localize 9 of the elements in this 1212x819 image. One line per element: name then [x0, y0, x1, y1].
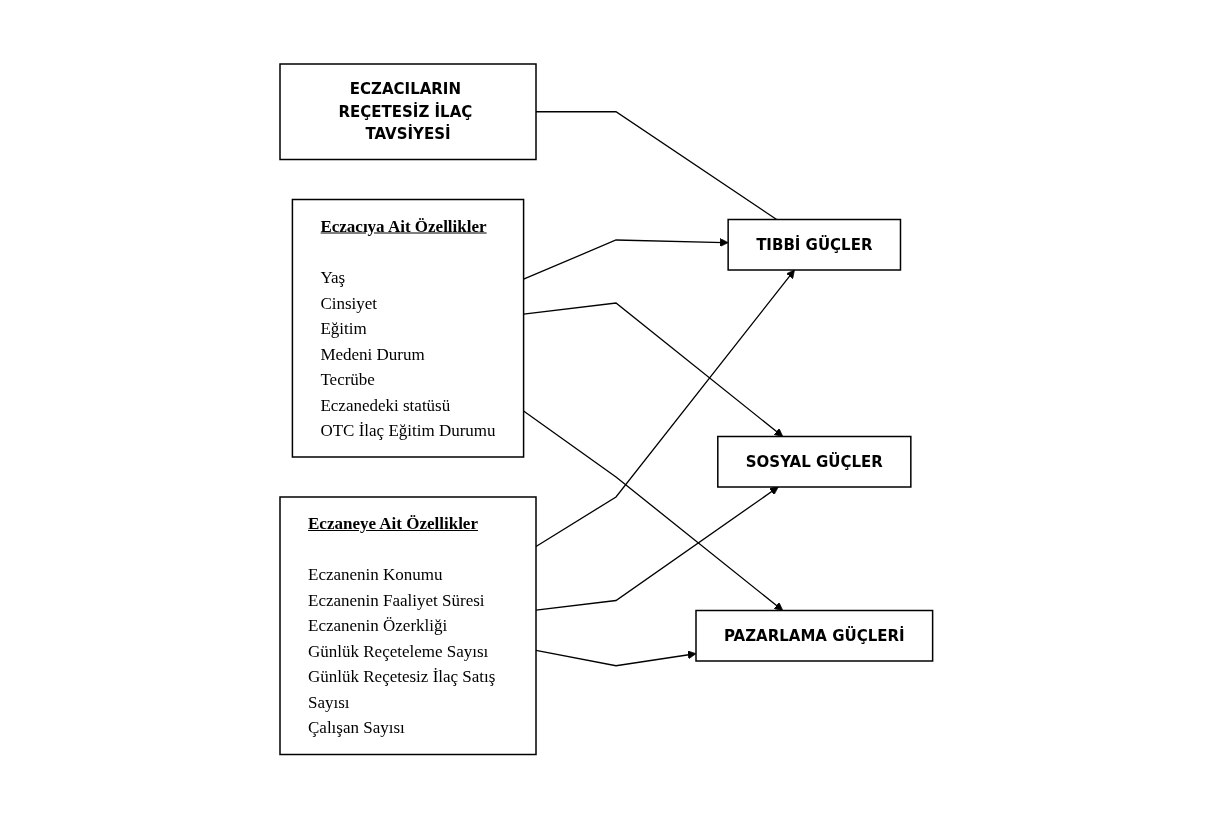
- node-box: ECZACILARIN REÇETESİZ İLAÇ TAVSİYESİ: [278, 63, 537, 161]
- connector: [535, 111, 777, 221]
- node-box: SOSYAL GÜÇLER: [716, 436, 912, 488]
- node-box: Eczaneye Ait Özellikler Eczanenin Konumu Eczanenin Faaliyet Süresi Eczanenin Özerkliği Günlük Reçeteleme Sayısı Günlük Reçetesiz İlaç Satış Sayısı Çalışan Sayısı: [278, 496, 537, 756]
- arrow: [535, 486, 779, 612]
- node-box: TIBBİ GÜÇLER: [727, 219, 901, 271]
- arrow: [535, 269, 795, 548]
- node-box: PAZARLAMA GÜÇLERİ: [694, 610, 934, 662]
- node-box: Eczacıya Ait Özellikler Yaş Cinsiyet Eğitim Medeni Durum Tecrübe Eczanedeki statüsü OTC İlaç Eğitim Durumu: [291, 199, 524, 458]
